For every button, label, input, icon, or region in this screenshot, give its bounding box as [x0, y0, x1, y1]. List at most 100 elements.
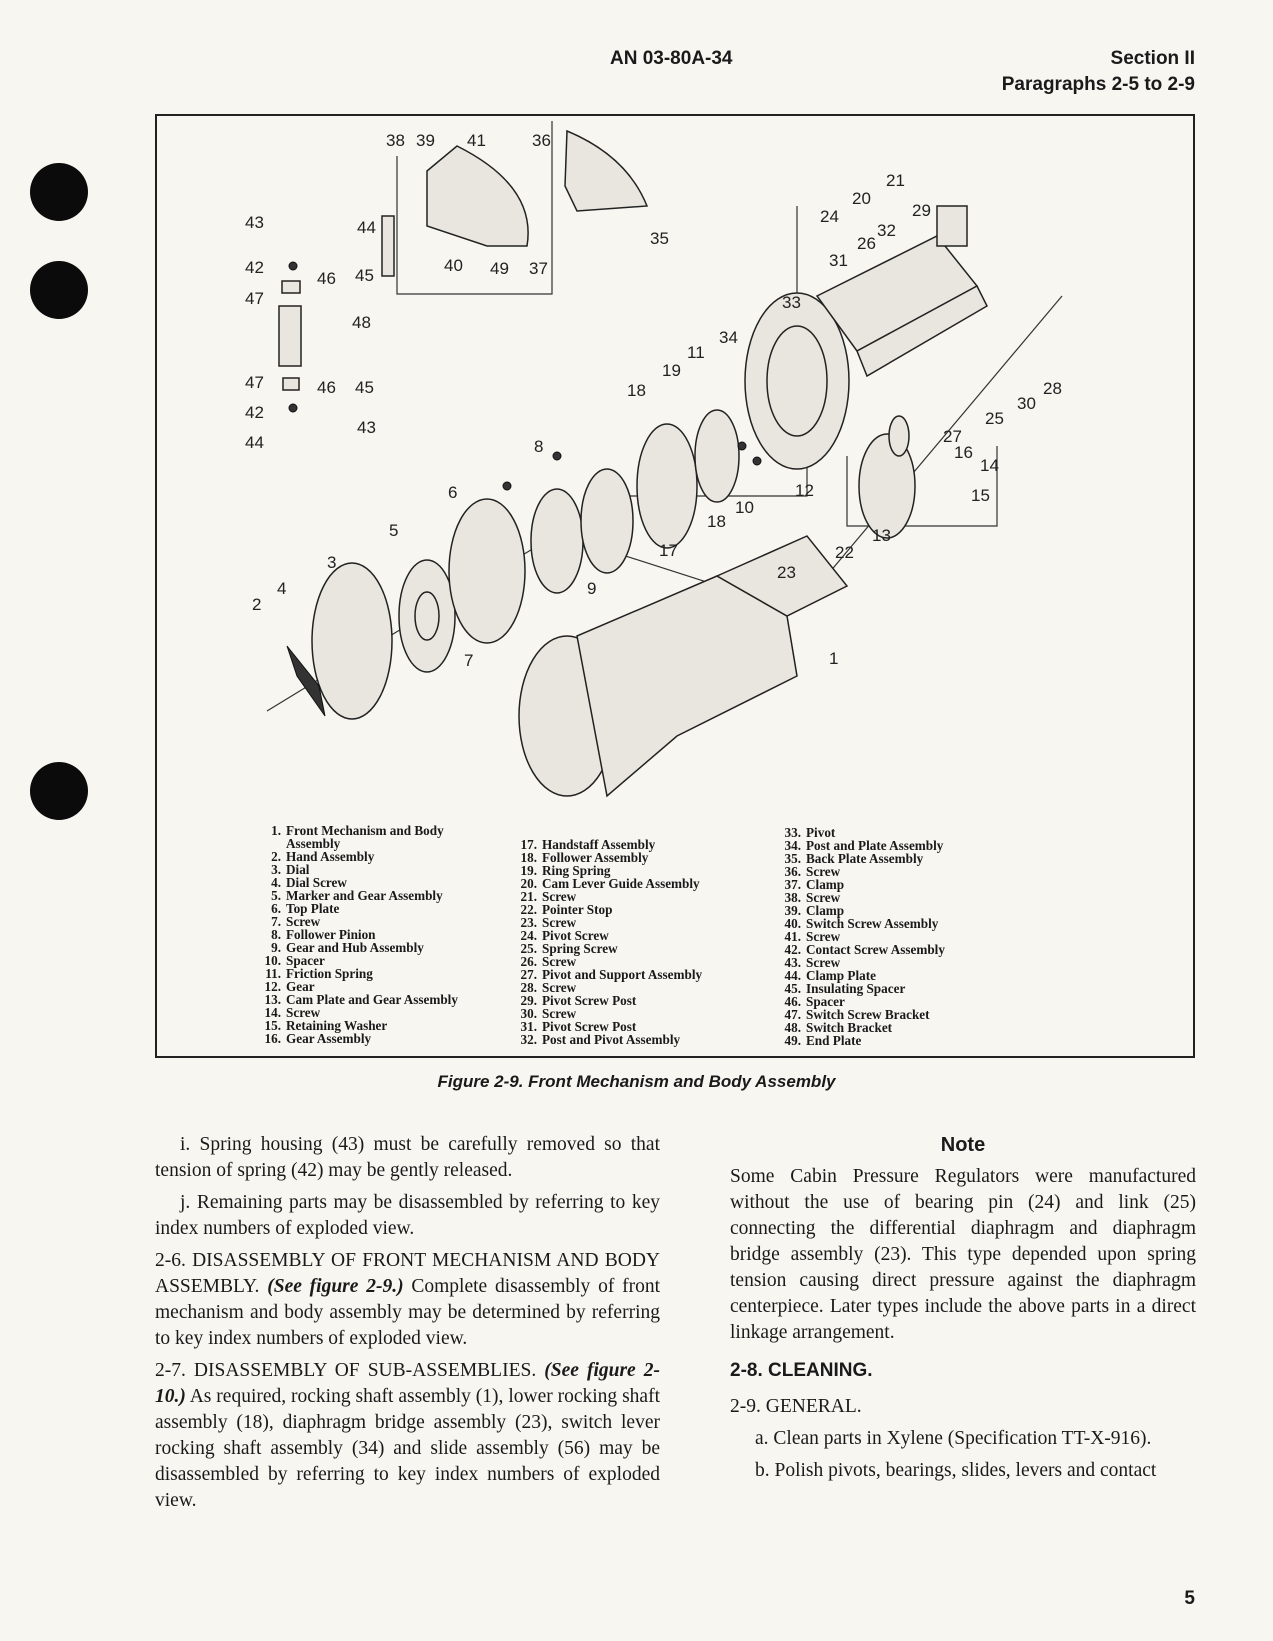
legend-item: 46. Spacer	[779, 995, 945, 1008]
legend-item: 5.Marker and Gear Assembly	[259, 889, 458, 902]
callout-number: 36	[532, 131, 551, 150]
legend-item-label: Ring Spring	[542, 863, 611, 878]
text-2-7: As required, rocking shaft assembly (1),…	[155, 1386, 660, 1511]
legend-item-number: 31.	[520, 1019, 537, 1034]
legend-item-number: 47.	[784, 1007, 801, 1022]
legend-item-label: Handstaff Assembly	[542, 837, 656, 852]
callout-number: 17	[659, 541, 678, 560]
note-title: Note	[940, 1134, 986, 1156]
legend-item-label: Gear	[286, 979, 315, 994]
legend-item-number: 15.	[264, 1018, 281, 1033]
callout-number: 12	[795, 481, 814, 500]
callout-number: 46	[317, 269, 336, 288]
legend-item: 38. Screw	[779, 891, 945, 904]
legend-item-number: 46.	[784, 994, 801, 1009]
callout-number: 27	[943, 427, 962, 446]
callout-number: 21	[886, 171, 905, 190]
legend-item-label: Screw	[806, 890, 841, 905]
legend-item: 2.Hand Assembly	[259, 850, 458, 863]
legend-item: 17. Handstaff Assembly	[515, 838, 702, 851]
left-column: i. Spring housing (43) must be carefully…	[155, 1132, 660, 1520]
legend-item-label: Pivot Screw Post	[542, 1019, 637, 1034]
legend-item: 40.Switch Screw Assembly	[779, 917, 945, 930]
legend-item-number: 20.	[520, 876, 537, 891]
legend-item: 44.Clamp Plate	[779, 969, 945, 982]
callout-number: 23	[777, 563, 796, 582]
legend-item: Assembly	[259, 837, 458, 850]
legend-item-number: 8.	[271, 927, 281, 942]
legend-item: 1.Front Mechanism and Body	[259, 824, 458, 837]
legend-item-label: Clamp	[806, 903, 845, 918]
legend-item-number: 2.	[271, 849, 281, 864]
callout-number: 39	[416, 131, 435, 150]
legend-item-label: Top Plate	[286, 901, 340, 916]
legend-item-number: 17.	[520, 837, 537, 852]
legend-item: 18.Follower Assembly	[515, 851, 702, 864]
legend-item-label: Pivot Screw	[542, 928, 609, 943]
legend-item-number: 41.	[784, 929, 801, 944]
callout-number: 20	[852, 189, 871, 208]
legend-item: 19. Ring Spring	[515, 864, 702, 877]
callout-number: 15	[971, 486, 990, 505]
legend-item-label: Spacer	[806, 994, 845, 1009]
legend-item-number: 43.	[784, 955, 801, 970]
legend-item-number: 19.	[520, 863, 537, 878]
legend-item: 16.Gear Assembly	[259, 1032, 458, 1045]
callout-number: 19	[662, 361, 681, 380]
legend-item-number: 29.	[520, 993, 537, 1008]
callout-number: 45	[355, 266, 374, 285]
legend-item: 37.Clamp	[779, 878, 945, 891]
text-2-6: Complete disassembly of front mechanism …	[155, 1276, 661, 1349]
legend-item: 8.Follower Pinion	[259, 928, 458, 941]
callout-number: 34	[719, 328, 738, 347]
callout-number: 33	[782, 293, 801, 312]
legend-item: 39.Clamp	[779, 904, 945, 917]
legend-item-label: Screw	[542, 915, 577, 930]
callout-number: 43	[357, 418, 376, 437]
legend-item: 35.Back Plate Assembly	[779, 852, 945, 865]
figure-ref-2-9: (See figure 2-9.)	[267, 1276, 404, 1297]
legend-item-number: 3.	[271, 862, 281, 877]
legend-item: 48.Switch Bracket	[779, 1021, 945, 1034]
legend-item-number: 4.	[271, 875, 281, 890]
callout-number: 47	[245, 289, 264, 308]
legend-item: 32.Post and Pivot Assembly	[515, 1033, 702, 1046]
binder-hole-top	[30, 163, 88, 221]
legend-item-number: 14.	[264, 1005, 281, 1020]
legend-item-label: Screw	[542, 980, 577, 995]
legend-item: 14. Screw	[259, 1006, 458, 1019]
legend-item: 11.Friction Spring	[259, 967, 458, 980]
legend-item-number: 48.	[784, 1020, 801, 1035]
legend-item: 47.Switch Screw Bracket	[779, 1008, 945, 1021]
legend-item-label: Screw	[286, 1005, 321, 1020]
callout-number: 43	[245, 213, 264, 232]
legend-item-number: 38.	[784, 890, 801, 905]
legend-item-label: Back Plate Assembly	[806, 851, 924, 866]
legend-item-number: 13.	[264, 992, 281, 1007]
callout-number: 30	[1017, 394, 1036, 413]
legend-item-number: 44.	[784, 968, 801, 983]
legend-item-number: 12.	[264, 979, 281, 994]
exploded-view-drawing	[266, 121, 1063, 798]
legend-item-label: Gear and Hub Assembly	[286, 940, 424, 955]
legend-item-number: 18.	[520, 850, 537, 865]
legend-item-label: Post and Plate Assembly	[806, 838, 944, 853]
legend-item-label: Screw	[286, 914, 321, 929]
callout-number: 29	[912, 201, 931, 220]
callout-number: 8	[534, 437, 543, 456]
legend-item: 36.Screw	[779, 865, 945, 878]
legend-item-number: 45.	[784, 981, 801, 996]
heading-2-7: 2-7. DISASSEMBLY OF SUB-ASSEMBLIES.	[155, 1360, 537, 1381]
document-id: AN 03-80A-34	[610, 48, 733, 69]
callout-number: 38	[386, 131, 405, 150]
legend-item-number: 32.	[520, 1032, 537, 1047]
binder-hole-bottom	[30, 762, 88, 820]
paragraph-range: Paragraphs 2-5 to 2-9	[1001, 74, 1195, 95]
legend-item-number: 26.	[520, 954, 537, 969]
callout-number: 41	[467, 131, 486, 150]
heading-2-6: 2-6. DISASSEMBLY OF FRONT MECHANISM AND …	[155, 1250, 660, 1297]
legend-item-label: Screw	[806, 864, 841, 879]
legend-item-label: End Plate	[806, 1033, 862, 1048]
